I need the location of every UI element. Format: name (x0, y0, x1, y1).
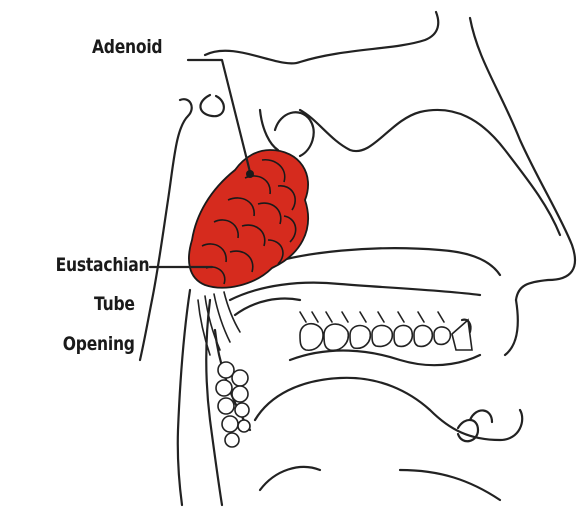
label-eustachian-line1: Eustachian (55, 256, 149, 275)
palate-outline (215, 248, 522, 500)
upper-teeth (300, 312, 472, 350)
label-eustachian-line2: Tube (94, 295, 135, 314)
tonsils (216, 362, 250, 447)
nasal-cavity-outline (140, 12, 575, 360)
label-adenoid: Adenoid (92, 38, 162, 57)
label-eustachian-line3: Opening (63, 335, 135, 354)
adenoid-pointer-dot (246, 170, 254, 178)
pharynx-outline (178, 290, 240, 505)
